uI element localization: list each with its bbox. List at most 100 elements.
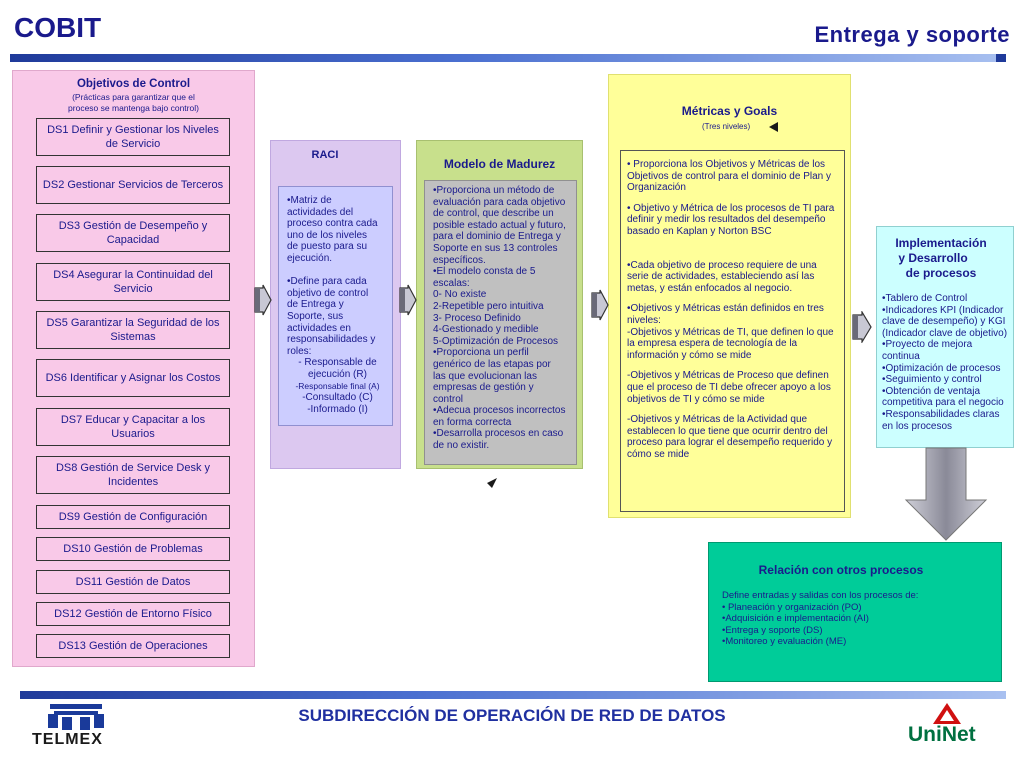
raci-line: de puesto para su <box>287 241 368 253</box>
madurez-line: 2-Repetible pero intuitiva <box>433 300 544 312</box>
uninet-logo-icon <box>933 703 961 724</box>
madurez-line: 4-Gestionado y medible <box>433 324 539 336</box>
relacion-title: Relación con otros procesos <box>758 563 924 577</box>
madurez-line: para el dominio de Entrega y <box>433 231 561 243</box>
madurez-line: empresas de gestión y <box>433 382 534 394</box>
relacion-item: •Monitoreo y evaluación (ME) <box>722 636 847 647</box>
ds5-box[interactable]: DS5 Garantizar la Seguridad de los Siste… <box>36 311 230 349</box>
ds12-box[interactable]: DS12 Gestión de Entorno Físico <box>36 602 230 626</box>
objectives-title: Objetivos de Control <box>76 78 191 90</box>
implementacion-item: •Indicadores KPI (Indicador clave de des… <box>882 304 1008 339</box>
ds4-box[interactable]: DS4 Asegurar la Continuidad del Servicio <box>36 263 230 301</box>
relacion-intro: Define entradas y salidas con los proces… <box>722 590 919 601</box>
madurez-line: de control, que describe un <box>433 208 554 220</box>
madurez-line: •Adecua procesos incorrectos <box>433 405 566 417</box>
raci-line <box>287 265 388 277</box>
right-arrow-icon <box>254 284 272 316</box>
raci-role: -Consultado (C) <box>302 392 373 404</box>
metricas-paragraph: • Objetivo y Métrica de los procesos de … <box>627 202 835 237</box>
header-bar-end <box>996 54 1006 62</box>
ds7-box[interactable]: DS7 Educar y Capacitar a los Usuarios <box>36 408 230 446</box>
raci-line: responsabilidades y <box>287 334 376 346</box>
metricas-box: • Proporciona los Objetivos y Métricas d… <box>620 150 845 512</box>
raci-line: •Define para cada <box>287 276 367 288</box>
relacion-item: •Adquisición e implementación (AI) <box>722 613 869 624</box>
madurez-line: 3- Proceso Definido <box>433 312 521 324</box>
raci-line: Soporte, sus <box>287 310 344 322</box>
down-arrow-icon <box>904 447 988 541</box>
metricas-paragraph: •Objetivos y Métricas están definidos en… <box>627 303 824 326</box>
ds11-box[interactable]: DS11 Gestión de Datos <box>36 570 230 594</box>
ds2-box[interactable]: DS2 Gestionar Servicios de Terceros <box>36 166 230 204</box>
raci-line: actividades en <box>287 322 351 334</box>
madurez-line: escalas: <box>433 277 470 289</box>
objectives-subtitle-line: (Prácticas para garantizar que el <box>72 92 195 102</box>
madurez-line: •El modelo consta de 5 <box>433 266 536 278</box>
madurez-line: •Desarrolla procesos en caso <box>433 428 564 440</box>
ds8-box[interactable]: DS8 Gestión de Service Desk y Incidentes <box>36 456 230 494</box>
raci-title: RACI <box>311 149 339 161</box>
right-arrow-icon <box>399 284 417 316</box>
madurez-box: •Proporciona un método de evaluación par… <box>424 180 577 465</box>
raci-role: ejecución (R) <box>308 368 367 380</box>
metricas-title: Métricas y Goals <box>681 104 778 118</box>
madurez-title: Modelo de Madurez <box>443 157 556 171</box>
implementacion-item: •Obtención de ventaja competitiva para e… <box>882 385 1004 409</box>
raci-role: -Responsable final (A) <box>295 380 380 391</box>
uninet-logo-text: UniNet <box>908 723 976 746</box>
implementacion-panel <box>876 226 1014 448</box>
raci-line: actividades del <box>287 206 354 218</box>
relacion-panel <box>708 542 1002 682</box>
madurez-line: •Proporciona un método de <box>433 185 555 196</box>
footer-title: SUBDIRECCIÓN DE OPERACIÓN DE RED DE DATO… <box>298 706 726 725</box>
madurez-line: en forma correcta <box>433 416 512 428</box>
footer-bar <box>20 691 1006 699</box>
madurez-line: Soporte en sus 13 controles <box>433 242 558 254</box>
ds9-box[interactable]: DS9 Gestión de Configuración <box>36 505 230 529</box>
implementacion-item: •Seguimiento y control <box>882 374 982 386</box>
header-bar <box>10 54 1006 62</box>
madurez-line: •Proporciona un perfil <box>433 347 529 359</box>
ds6-box[interactable]: DS6 Identificar y Asignar los Costos <box>36 359 230 397</box>
madurez-line: evaluación para cada objetivo <box>433 196 566 208</box>
cobit-title: COBIT <box>14 12 102 43</box>
implementacion-text: •Tablero de Control •Indicadores KPI (In… <box>882 293 1012 432</box>
raci-line: objetivo de control <box>287 287 369 299</box>
ds3-box[interactable]: DS3 Gestión de Desempeño y Capacidad <box>36 214 230 252</box>
raci-role: - Responsable de <box>298 357 377 369</box>
telmex-logo-text: TELMEX <box>32 731 103 748</box>
madurez-line: de no existir. <box>433 440 490 452</box>
madurez-line: posible estado actual y futuro, <box>433 219 566 231</box>
raci-box: •Matriz de actividades del proceso contr… <box>278 186 393 426</box>
ds1-box[interactable]: DS1 Definir y Gestionar los Niveles de S… <box>36 118 230 156</box>
raci-line: roles: <box>287 345 312 357</box>
metricas-paragraph: •Cada objetivo de proceso requiere de un… <box>627 259 817 294</box>
relacion-item: • Planeación y organización (PO) <box>722 601 862 613</box>
slide-title: Entrega y soporte <box>814 22 1010 47</box>
right-arrow-icon <box>852 311 872 343</box>
relacion-item: •Entrega y soporte (DS) <box>722 624 823 636</box>
metricas-subtitle: (Tres niveles) <box>702 122 751 131</box>
raci-line: ejecución. <box>287 252 333 264</box>
implementacion-title-line: y Desarrollo <box>898 251 968 265</box>
implementacion-title-line: de procesos <box>905 266 977 280</box>
madurez-line: control <box>433 393 464 405</box>
raci-role: -Informado (I) <box>307 403 368 415</box>
raci-line: proceso contra cada <box>287 218 378 230</box>
metricas-paragraph: • Proporciona los Objetivos y Métricas d… <box>627 159 832 194</box>
implementacion-title: Implementación y Desarrollo de procesos <box>876 236 1006 281</box>
ds10-box[interactable]: DS10 Gestión de Problemas <box>36 537 230 561</box>
telmex-logo-icon <box>48 704 104 730</box>
right-arrow-icon <box>591 289 609 321</box>
metricas-paragraph: -Objetivos y Métricas de TI, que definen… <box>627 326 834 361</box>
metricas-paragraph: -Objetivos y Métricas de la Actividad qu… <box>627 414 833 460</box>
triangle-left-icon <box>769 122 778 132</box>
madurez-line: 0- No existe <box>433 289 487 301</box>
objectives-subtitle: (Prácticas para garantizar que el proces… <box>12 92 255 114</box>
madurez-line: las que evolucionan las <box>433 370 537 382</box>
implementacion-item: •Responsabilidades claras en los proceso… <box>882 408 1000 432</box>
madurez-line: 5-Optimización de Procesos <box>433 335 559 347</box>
raci-line: •Matriz de <box>287 195 332 206</box>
ds13-box[interactable]: DS13 Gestión de Operaciones <box>36 634 230 658</box>
raci-line: uno de los niveles <box>287 229 368 241</box>
